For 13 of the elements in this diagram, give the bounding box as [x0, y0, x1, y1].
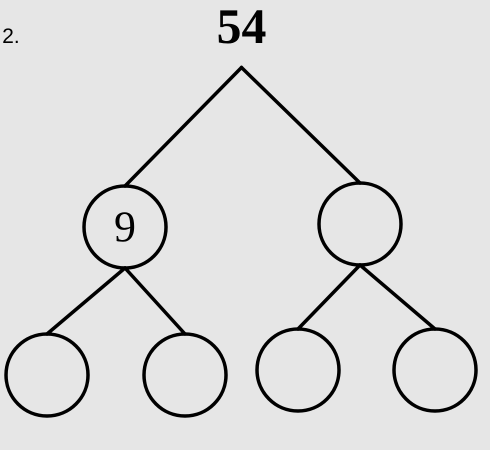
empty-circle — [317, 181, 403, 267]
empty-circle — [4, 332, 90, 418]
empty-circle — [142, 332, 228, 418]
branch-line — [45, 266, 127, 336]
branch-line — [123, 66, 244, 188]
empty-circle — [392, 327, 478, 413]
item-number: 2. — [3, 28, 18, 43]
branch-line — [358, 263, 437, 331]
branch-line — [123, 266, 187, 336]
root-number: 54 — [218, 10, 266, 44]
branch-line — [296, 263, 362, 331]
branch-line — [240, 66, 362, 185]
empty-circle — [255, 327, 341, 413]
